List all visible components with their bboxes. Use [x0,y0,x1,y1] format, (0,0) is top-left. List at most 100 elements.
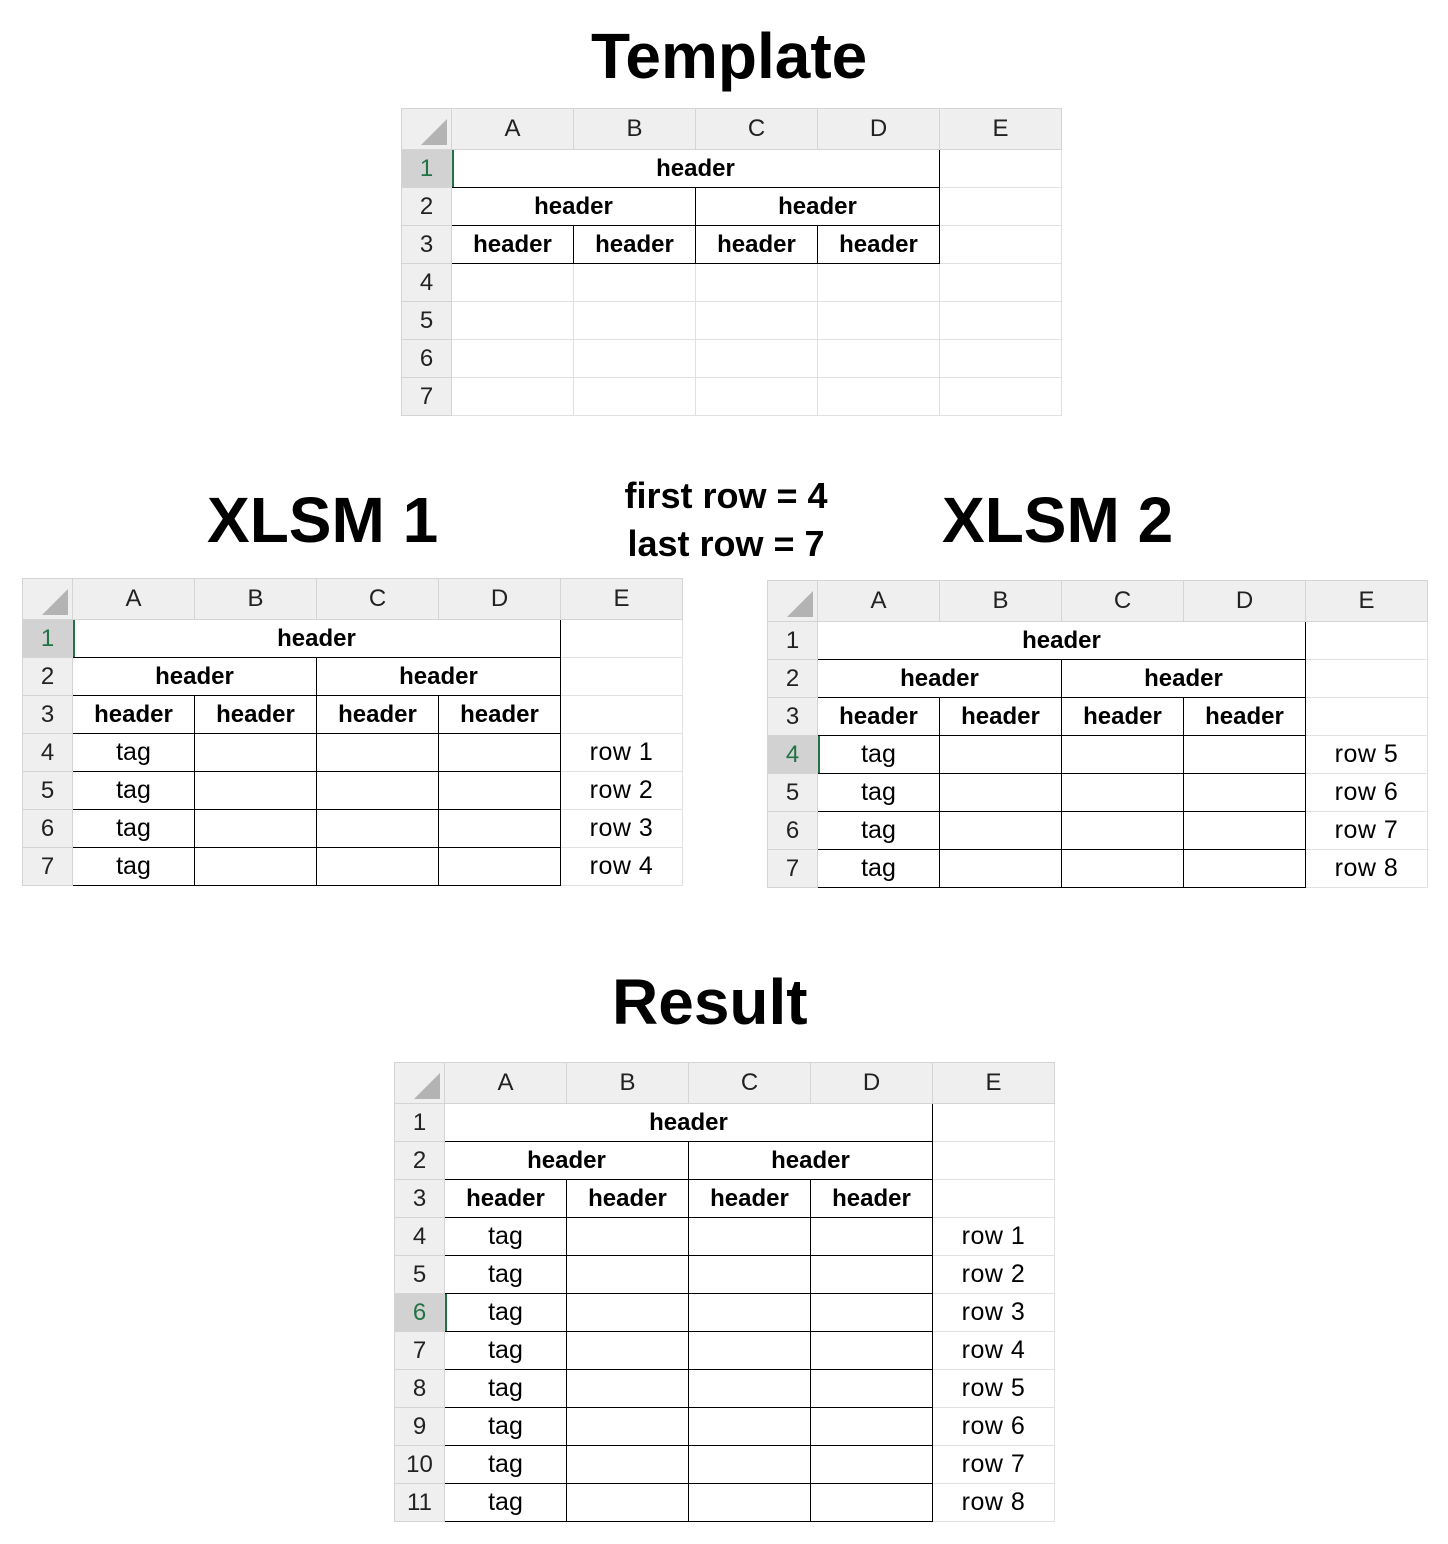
cell[interactable] [194,847,317,886]
cell[interactable] [810,1331,933,1370]
cell[interactable] [194,771,317,810]
cell[interactable] [566,1369,689,1408]
cell[interactable] [810,1369,933,1408]
tag-cell[interactable]: tag [444,1407,567,1446]
select-all-corner[interactable] [394,1062,445,1104]
row-label-cell[interactable]: row 8 [1305,849,1428,888]
row-label-cell[interactable]: row 2 [560,771,683,810]
cell[interactable] [817,301,940,340]
tag-cell[interactable]: tag [72,809,195,848]
row-header[interactable]: 1 [401,149,452,188]
header-cell[interactable]: header [817,621,1306,660]
tag-cell[interactable]: tag [817,849,940,888]
header-cell[interactable]: header [817,659,1062,698]
row-header[interactable]: 10 [394,1445,445,1484]
cell[interactable] [1061,811,1184,850]
column-header-e[interactable]: E [560,578,683,620]
row-label-cell[interactable]: row 2 [932,1255,1055,1294]
row-header[interactable]: 5 [767,773,818,812]
header-cell[interactable]: header [1183,697,1306,736]
cell[interactable] [939,187,1062,226]
row-header[interactable]: 5 [401,301,452,340]
cell[interactable] [566,1445,689,1484]
header-cell[interactable]: header [695,225,818,264]
cell[interactable] [932,1103,1055,1142]
row-label-cell[interactable]: row 7 [932,1445,1055,1484]
row-header[interactable]: 6 [401,339,452,378]
row-header[interactable]: 7 [401,377,452,416]
cell[interactable] [316,733,439,772]
cell[interactable] [939,339,1062,378]
tag-cell[interactable]: tag [444,1445,567,1484]
tag-cell[interactable]: tag [817,735,940,774]
cell[interactable] [939,849,1062,888]
tag-cell[interactable]: tag [817,811,940,850]
column-header-b[interactable]: B [939,580,1062,622]
cell[interactable] [316,847,439,886]
header-cell[interactable]: header [316,657,561,696]
row-label-cell[interactable]: row 8 [932,1483,1055,1522]
header-cell[interactable]: header [451,187,696,226]
row-header[interactable]: 5 [394,1255,445,1294]
cell[interactable] [939,301,1062,340]
tag-cell[interactable]: tag [817,773,940,812]
row-header[interactable]: 4 [401,263,452,302]
cell[interactable] [695,377,818,416]
cell[interactable] [1183,735,1306,774]
cell[interactable] [194,809,317,848]
cell[interactable] [939,773,1062,812]
row-header[interactable]: 6 [767,811,818,850]
header-cell[interactable]: header [451,225,574,264]
row-label-cell[interactable]: row 1 [932,1217,1055,1256]
header-cell[interactable]: header [72,619,561,658]
cell[interactable] [810,1217,933,1256]
cell[interactable] [1061,849,1184,888]
cell[interactable] [688,1293,811,1332]
cell[interactable] [316,771,439,810]
header-cell[interactable]: header [573,225,696,264]
cell[interactable] [573,301,696,340]
header-cell[interactable]: header [1061,659,1306,698]
cell[interactable] [1305,659,1428,698]
header-cell[interactable]: header [444,1179,567,1218]
header-cell[interactable]: header [316,695,439,734]
select-all-corner[interactable] [22,578,73,620]
cell[interactable] [566,1331,689,1370]
tag-cell[interactable]: tag [444,1293,567,1332]
cell[interactable] [688,1255,811,1294]
row-header[interactable]: 5 [22,771,73,810]
cell[interactable] [1061,773,1184,812]
cell[interactable] [194,733,317,772]
cell[interactable] [810,1293,933,1332]
cell[interactable] [566,1407,689,1446]
column-header-c[interactable]: C [695,108,818,150]
row-label-cell[interactable]: row 4 [560,847,683,886]
header-cell[interactable]: header [817,697,940,736]
cell[interactable] [932,1179,1055,1218]
row-header[interactable]: 4 [22,733,73,772]
header-cell[interactable]: header [438,695,561,734]
tag-cell[interactable]: tag [444,1331,567,1370]
tag-cell[interactable]: tag [444,1369,567,1408]
row-header[interactable]: 2 [767,659,818,698]
row-header[interactable]: 6 [22,809,73,848]
cell[interactable] [939,377,1062,416]
row-header[interactable]: 11 [394,1483,445,1522]
header-cell[interactable]: header [688,1141,933,1180]
cell[interactable] [438,771,561,810]
header-cell[interactable]: header [194,695,317,734]
column-header-d[interactable]: D [1183,580,1306,622]
row-header[interactable]: 3 [767,697,818,736]
cell[interactable] [566,1483,689,1522]
header-cell[interactable]: header [451,149,940,188]
row-label-cell[interactable]: row 7 [1305,811,1428,850]
column-header-b[interactable]: B [573,108,696,150]
row-header[interactable]: 7 [22,847,73,886]
row-header[interactable]: 4 [767,735,818,774]
row-header[interactable]: 4 [394,1217,445,1256]
column-header-e[interactable]: E [939,108,1062,150]
column-header-c[interactable]: C [688,1062,811,1104]
header-cell[interactable]: header [695,187,940,226]
header-cell[interactable]: header [566,1179,689,1218]
row-header[interactable]: 7 [394,1331,445,1370]
